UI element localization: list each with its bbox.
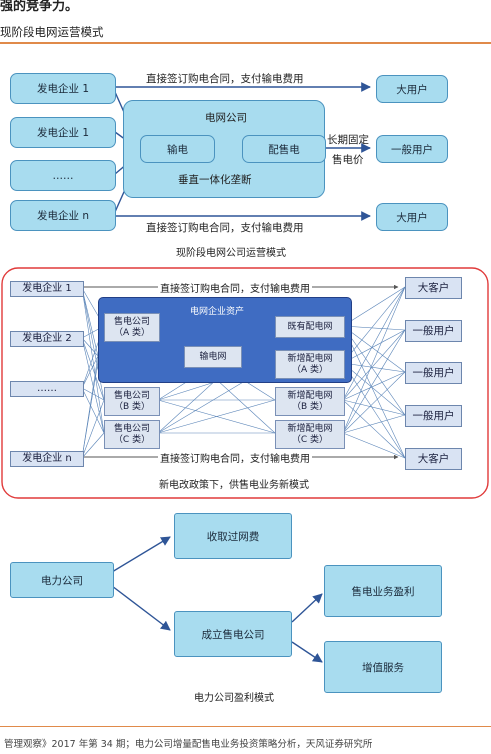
section-title: 现阶段电网运营模式	[0, 25, 104, 39]
d3-value-added: 增值服务	[324, 641, 442, 693]
d2-mesh-line	[81, 432, 105, 459]
d2-mesh-line	[81, 387, 105, 434]
d2-mesh-line	[342, 329, 406, 364]
d2-mesh-line	[81, 399, 105, 459]
d3-sale-profit: 售电业务盈利	[324, 565, 442, 617]
d1-generator-1: 发电企业 1	[10, 73, 116, 104]
d2-mesh-line	[342, 286, 406, 364]
d2-mesh-line	[342, 399, 406, 459]
d1-direct-contract-top: 直接签订购电合同，支付输电费用	[146, 73, 304, 85]
d2-mesh-line	[81, 337, 99, 357]
d2-mesh-line	[81, 337, 105, 401]
d2-mesh-line	[342, 329, 406, 401]
d1-caption: 现阶段电网公司运营模式	[176, 248, 286, 259]
d3-power-company: 电力公司	[10, 562, 114, 598]
d2-sale-company-a: 售电公司 （A 类）	[104, 313, 160, 342]
footer-source: 管理观察》2017 年第 34 期；电力公司增量配售电业务投资策略分析，天风证券…	[4, 739, 373, 750]
d2-caption: 新电改政策下，供售电业务新模式	[159, 480, 309, 491]
d2-mesh-line	[342, 432, 406, 459]
d1-sale-price-label: 售电价	[332, 154, 364, 166]
d2-mesh-line	[342, 286, 406, 327]
d3-grid-fee: 收取过网费	[174, 513, 292, 559]
d2-new-distribution-c: 新增配电网 （C 类）	[275, 420, 345, 449]
d1-generator-ellipsis: ……	[10, 160, 116, 191]
d2-mesh-line	[342, 414, 406, 434]
d2-mesh-line	[342, 362, 406, 459]
d1-ordinary-user: 一般用户	[376, 135, 448, 163]
d2-mesh-line	[342, 362, 406, 416]
d2-customer-3: 一般用户	[405, 362, 462, 384]
d2-grid-assets-title: 电网企业资产	[190, 307, 245, 317]
d2-mesh-line	[342, 329, 406, 434]
d2-customer-4: 一般用户	[405, 405, 462, 427]
d2-customer-5: 大客户	[405, 448, 462, 470]
d2-mesh-line	[81, 387, 105, 401]
section-title-divider	[0, 42, 491, 44]
d2-mesh-line	[81, 287, 99, 357]
d2-mesh-line	[342, 325, 406, 373]
d2-generator-2: 发电企业 2	[10, 331, 84, 347]
d2-mesh-line	[342, 399, 406, 416]
d2-mesh-line	[342, 286, 406, 434]
d2-mesh-line	[81, 355, 99, 389]
d2-existing-distribution: 既有配电网	[275, 316, 345, 338]
d3-found-sale-company: 成立售电公司	[174, 611, 292, 657]
d2-generator-n: 发电企业 n	[10, 451, 84, 467]
d1-long-term-label: 长期固定	[327, 134, 369, 146]
d2-mesh-line	[81, 355, 99, 459]
d2-new-distribution-a: 新增配电网 （A 类）	[275, 350, 345, 379]
d2-sale-company-c: 售电公司 （C 类）	[104, 420, 160, 449]
d3-caption: 电力公司盈利模式	[194, 693, 274, 704]
d1-generator-n: 发电企业 n	[10, 200, 116, 231]
d1-distribution-box: 配售电	[242, 135, 326, 163]
d2-mesh-line	[342, 286, 406, 401]
d1-big-user-bottom: 大用户	[376, 203, 448, 231]
footer-divider	[0, 726, 491, 727]
d1-grid-company-title: 电网公司	[205, 112, 247, 124]
d2-mesh-line	[157, 399, 276, 434]
d2-mesh-line	[342, 325, 406, 416]
d1-direct-contract-bottom: 直接签订购电合同，支付输电费用	[146, 222, 304, 234]
d2-transmission-grid: 输电网	[184, 346, 242, 368]
d2-mesh-line	[342, 371, 406, 434]
d2-customer-1: 大客户	[405, 277, 462, 299]
d2-generator-1: 发电企业 1	[10, 281, 84, 297]
d1-big-user-top: 大用户	[376, 75, 448, 103]
d2-customer-2: 一般用户	[405, 320, 462, 342]
d1-generator-2: 发电企业 1	[10, 117, 116, 148]
d2-mesh-line	[342, 371, 406, 401]
d2-direct-contract-bottom: 直接签订购电合同，支付输电费用	[158, 450, 312, 465]
d2-new-distribution-b: 新增配电网 （B 类）	[275, 387, 345, 416]
page-top-text: 强的竞争力。	[0, 0, 79, 14]
d2-mesh-line	[342, 362, 406, 373]
d2-mesh-line	[81, 337, 105, 434]
d2-mesh-line	[342, 325, 406, 331]
d2-red-frame	[1, 267, 489, 499]
d2-direct-contract-top: 直接签订购电合同，支付输电费用	[158, 280, 312, 295]
d2-generator-ellipsis: ……	[10, 381, 84, 397]
d1-grid-subtitle: 垂直一体化垄断	[178, 174, 252, 186]
d2-sale-company-b: 售电公司 （B 类）	[104, 387, 160, 416]
d1-transmission-box: 输电	[140, 135, 215, 163]
d2-mesh-line	[342, 325, 406, 459]
